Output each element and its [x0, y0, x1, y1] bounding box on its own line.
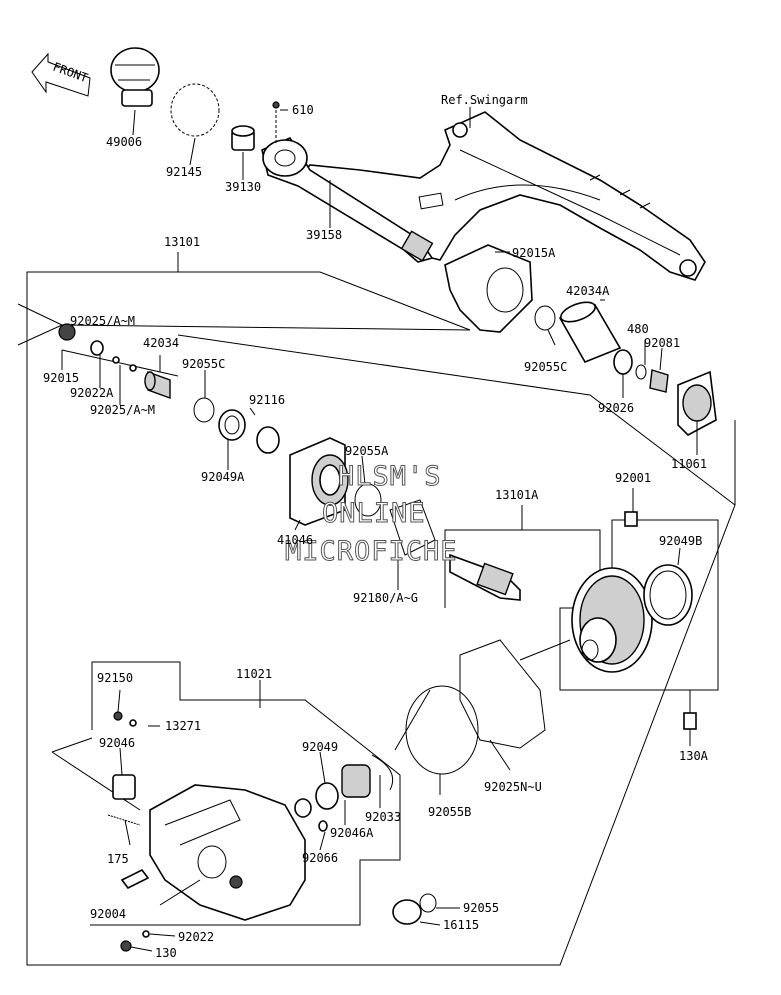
label-39158: 39158	[306, 228, 342, 242]
label-42034: 42034	[143, 336, 179, 350]
part-610-shape	[272, 101, 280, 145]
label-130a: 130A	[679, 749, 709, 763]
pinion-shaft	[449, 553, 521, 601]
label-92066: 92066	[302, 851, 338, 865]
label-92055c-low: 92055C	[524, 360, 567, 374]
watermark-line-1: HLSM'S	[338, 461, 442, 492]
part-92180-shim	[389, 499, 436, 556]
label-49006: 49006	[106, 135, 142, 149]
part-92049b-seal	[643, 564, 693, 626]
label-92025am-top: 92025/A~M	[70, 314, 135, 328]
label-92055a: 92055A	[345, 444, 389, 458]
label-92022: 92022	[178, 930, 214, 944]
label-92015a: 92015A	[512, 246, 556, 260]
label-92046: 92046	[99, 736, 135, 750]
part-49006-shape	[110, 47, 160, 107]
part-labels: 49006 92145 39130 610 39158 92015A 13101…	[43, 103, 709, 960]
label-92049a: 92049A	[201, 470, 245, 484]
part-92145-shape	[170, 83, 220, 137]
label-92150: 92150	[97, 671, 133, 685]
watermark: HLSM'S ONLINE MICROFICHE	[285, 461, 458, 568]
gear-case-upper	[444, 244, 533, 333]
label-92049b: 92049B	[659, 534, 702, 548]
part-92055a-ring	[354, 483, 382, 517]
label-92015: 92015	[43, 371, 79, 385]
label-92022a: 92022A	[70, 386, 114, 400]
label-92001: 92001	[615, 471, 651, 485]
label-92033: 92033	[365, 810, 401, 824]
part-11061-shape	[677, 370, 717, 436]
leader-lines	[61, 109, 698, 952]
label-92116: 92116	[249, 393, 285, 407]
label-92145: 92145	[166, 165, 202, 179]
label-13271: 13271	[165, 719, 201, 733]
label-11021: 11021	[236, 667, 272, 681]
label-610: 610	[292, 103, 314, 117]
watermark-line-2: ONLINE	[322, 498, 426, 529]
label-92004: 92004	[90, 907, 126, 921]
label-13101: 13101	[164, 235, 200, 249]
label-16115: 16115	[443, 918, 479, 932]
label-92026: 92026	[598, 401, 634, 415]
label-175: 175	[107, 852, 129, 866]
label-92055c-top: 92055C	[182, 357, 225, 371]
label-92025nu: 92025N~U	[484, 780, 542, 794]
watermark-line-3: MICROFICHE	[285, 536, 458, 567]
label-39130: 39130	[225, 180, 261, 194]
label-92025am-low: 92025/A~M	[90, 403, 155, 417]
small-parts-left	[58, 323, 280, 454]
final-gear-case	[149, 784, 306, 921]
label-92055: 92055	[463, 901, 499, 915]
label-92081: 92081	[644, 336, 680, 350]
ring-gear	[571, 567, 653, 673]
label-92180: 92180/A~G	[353, 591, 418, 605]
front-arrow: FRONT	[31, 52, 91, 97]
label-11061: 11061	[671, 457, 707, 471]
label-13101a: 13101A	[495, 488, 539, 502]
part-92001-bolt	[624, 511, 638, 527]
label-42034a: 42034A	[566, 284, 610, 298]
part-39130-shape	[231, 125, 255, 151]
ref-swingarm-label: Ref.Swingarm	[441, 93, 528, 107]
label-92046a: 92046A	[330, 826, 374, 840]
part-92055b-oring	[405, 685, 479, 775]
front-label: FRONT	[51, 60, 90, 86]
drive-shaft	[261, 136, 434, 263]
label-480: 480	[627, 322, 649, 336]
label-41046: 41046	[277, 533, 313, 547]
label-130: 130	[155, 946, 177, 960]
label-92049: 92049	[302, 740, 338, 754]
part-92025nu-gasket	[459, 639, 546, 749]
part-41046-shape	[289, 437, 349, 526]
label-92055b: 92055B	[428, 805, 471, 819]
part-130a-bolt	[683, 712, 697, 730]
